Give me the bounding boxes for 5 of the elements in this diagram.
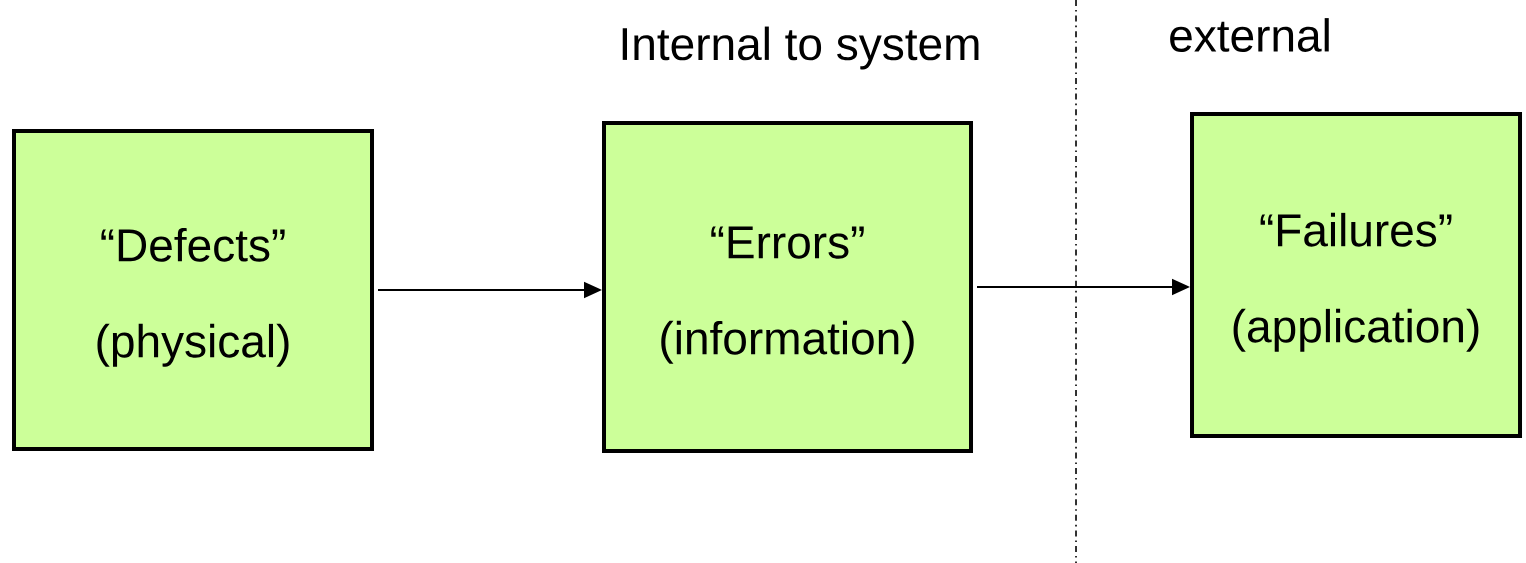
process-box: “Failures” (application) [1190,112,1522,438]
process-box: “Defects” (physical) [12,129,374,451]
heading-label: Internal to system [622,26,979,70]
process-box: “Errors” (information) [602,121,973,453]
heading-label: external [1170,18,1329,52]
